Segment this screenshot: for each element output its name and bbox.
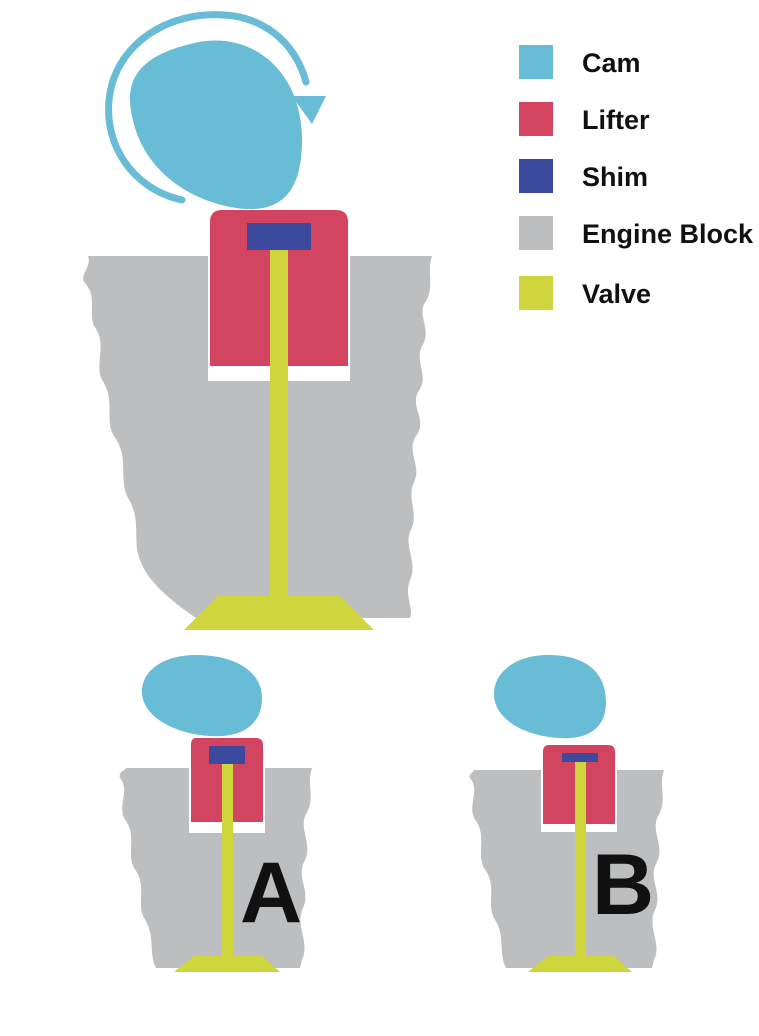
variant-a-label: A xyxy=(240,845,302,941)
legend-label-lifter: Lifter xyxy=(582,105,650,135)
legend-item-cam: Cam xyxy=(519,45,641,79)
variant-a-shim xyxy=(209,746,245,764)
legend-swatch-engine-block xyxy=(519,216,553,250)
legend-item-engine-block: Engine Block xyxy=(519,216,754,250)
variant-b-shim xyxy=(562,753,598,762)
variant-b-cam xyxy=(494,655,606,739)
legend-item-shim: Shim xyxy=(519,159,648,193)
main-valve-stem xyxy=(270,250,288,602)
legend-item-lifter: Lifter xyxy=(519,102,650,136)
main-valve-head xyxy=(184,596,374,630)
variant-b-assembly: B xyxy=(469,655,664,972)
variant-a-assembly: A xyxy=(119,655,312,972)
variant-b-label: B xyxy=(592,837,654,933)
variant-a-valve-head xyxy=(174,956,280,972)
main-assembly xyxy=(83,11,432,630)
legend-swatch-valve xyxy=(519,276,553,310)
legend-swatch-shim xyxy=(519,159,553,193)
variant-b-valve-head xyxy=(528,956,632,972)
cam-rotation-arrowhead xyxy=(292,96,326,124)
legend-label-valve: Valve xyxy=(582,279,651,309)
legend-swatch-lifter xyxy=(519,102,553,136)
cam-rotation-arrow xyxy=(105,11,310,204)
variant-a-cam xyxy=(142,655,262,737)
legend-label-engine-block: Engine Block xyxy=(582,219,754,249)
legend-label-cam: Cam xyxy=(582,48,641,78)
legend-swatch-cam xyxy=(519,45,553,79)
main-cam xyxy=(129,40,302,210)
legend: Cam Lifter Shim Engine Block Valve xyxy=(519,45,754,310)
variant-b-valve-stem xyxy=(575,762,586,960)
legend-label-shim: Shim xyxy=(582,162,648,192)
legend-item-valve: Valve xyxy=(519,276,651,310)
variant-a-valve-stem xyxy=(222,764,233,960)
main-shim xyxy=(247,223,311,250)
